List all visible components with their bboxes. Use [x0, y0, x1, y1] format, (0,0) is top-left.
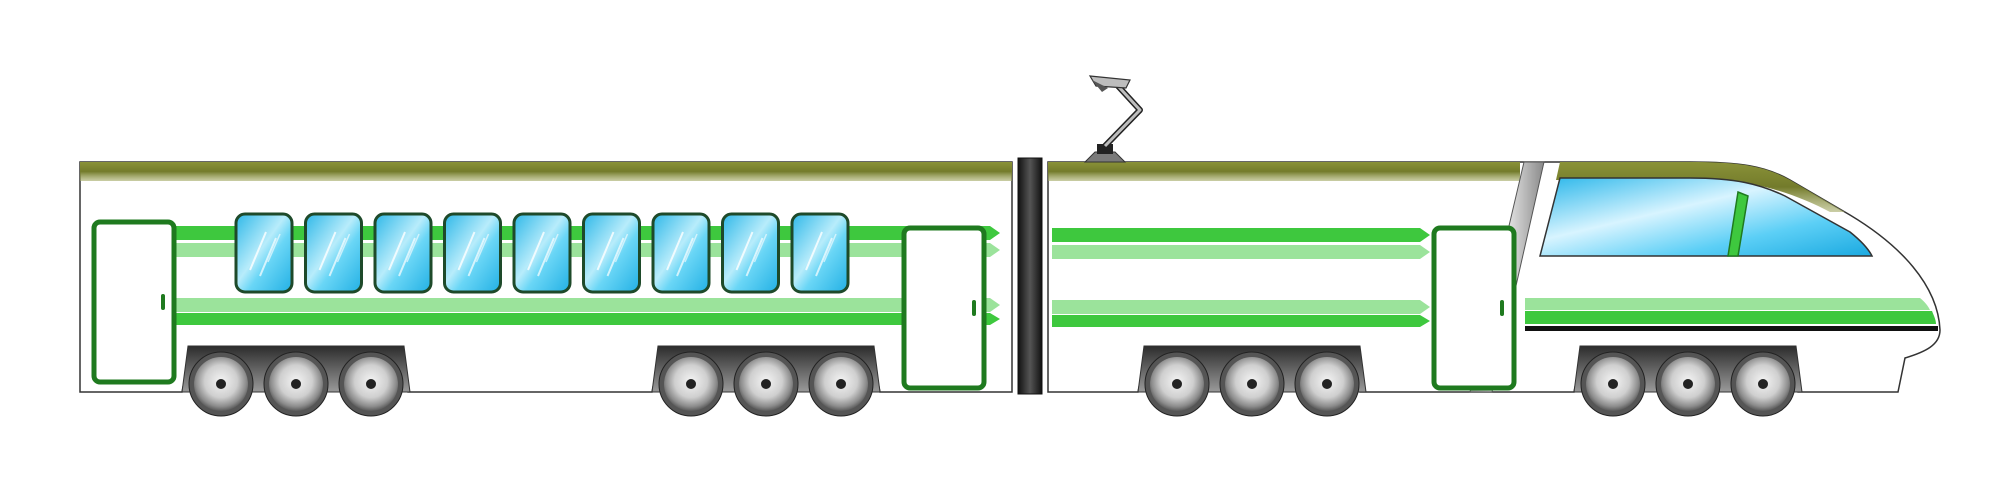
passenger-window	[651, 212, 711, 294]
door-handle[interactable]	[972, 300, 976, 316]
wheel-icon	[1144, 351, 1210, 417]
passenger-car-left-door[interactable]	[91, 219, 177, 385]
passenger-window	[304, 212, 363, 294]
wheel-icon	[1580, 351, 1646, 417]
windshield	[1539, 177, 1874, 257]
passenger-car-bogies	[181, 345, 881, 417]
passenger-car-right-door[interactable]	[901, 225, 987, 391]
wheel-icon	[1294, 351, 1360, 417]
wheel-icon	[1730, 351, 1796, 417]
passenger-window	[234, 212, 294, 294]
bogie	[181, 345, 411, 417]
wheel-icon	[188, 351, 254, 417]
wheel-icon	[1219, 351, 1285, 417]
bogie	[1573, 345, 1803, 417]
passenger-window	[443, 212, 502, 294]
wheel-icon	[808, 351, 874, 417]
windshield-divider	[1727, 190, 1749, 257]
lead-car	[1047, 161, 1941, 417]
wheel-icon	[1655, 351, 1721, 417]
lead-car-bogies	[1137, 345, 1803, 417]
nose-roof-stripe	[1556, 162, 1845, 212]
passenger-window	[373, 212, 433, 294]
wheel-icon	[658, 351, 724, 417]
wheel-icon	[733, 351, 799, 417]
passenger-car-windows	[234, 212, 850, 294]
passenger-window	[790, 212, 850, 294]
bogie	[1137, 345, 1367, 417]
passenger-window	[721, 212, 780, 294]
wheel-icon	[338, 351, 404, 417]
passenger-window	[512, 212, 572, 294]
passenger-car	[79, 161, 1013, 417]
pantograph-icon	[1083, 75, 1143, 163]
passenger-car-roof-stripe	[80, 162, 1012, 181]
door-handle[interactable]	[161, 294, 165, 310]
car-coupler	[1017, 157, 1043, 395]
lead-car-roof-stripe	[1048, 162, 1520, 181]
bogie	[651, 345, 881, 417]
lead-car-door[interactable]	[1431, 225, 1517, 391]
door-handle[interactable]	[1500, 300, 1504, 316]
lead-car-stripes	[1052, 228, 1938, 331]
passenger-window	[582, 212, 641, 294]
wheel-icon	[263, 351, 329, 417]
